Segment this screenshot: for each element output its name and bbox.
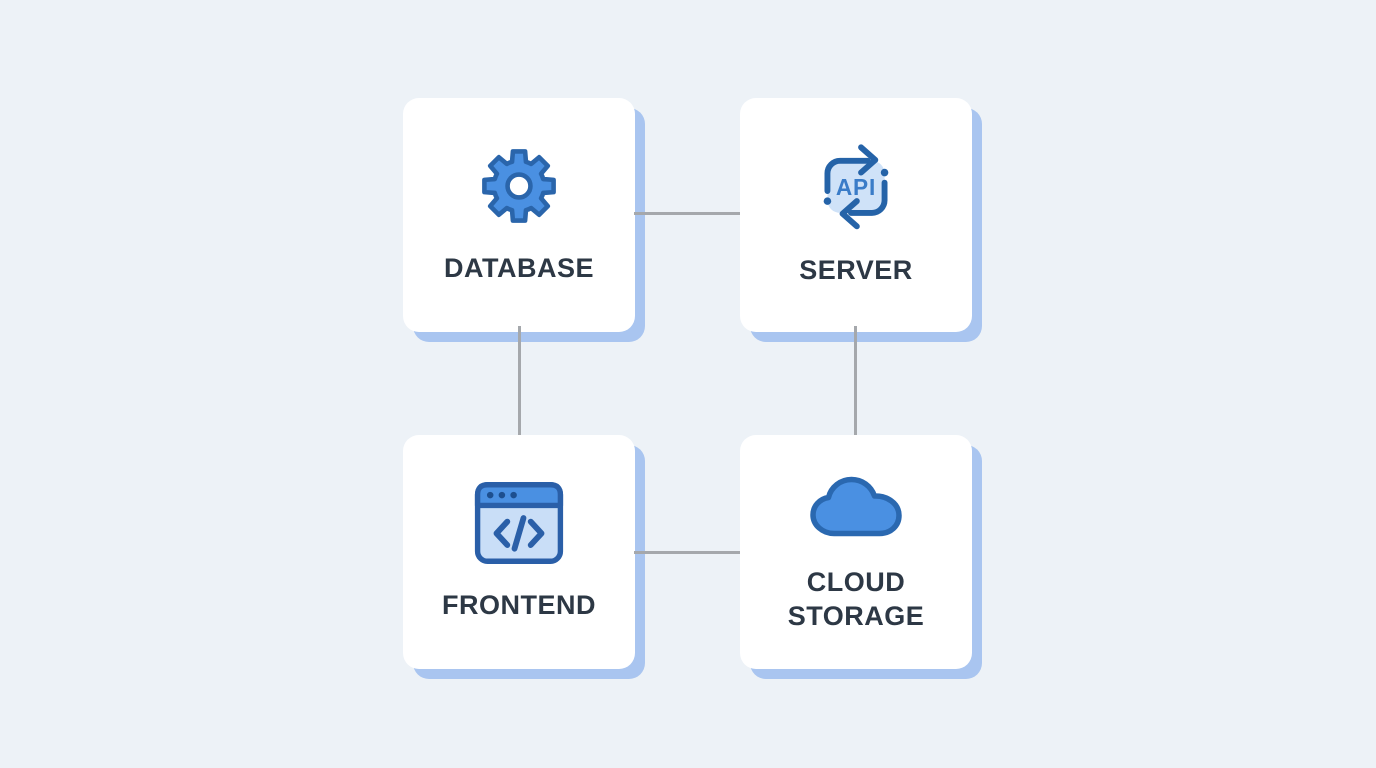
- node-label-cloud-storage: CLOUD STORAGE: [787, 566, 925, 631]
- connector-database-frontend: [518, 326, 521, 435]
- connector-database-server: [634, 212, 740, 215]
- node-card-cloud-storage: CLOUD STORAGE: [740, 435, 972, 669]
- node-card-database: DATABASE: [403, 98, 635, 332]
- node-label-database: DATABASE: [444, 253, 594, 284]
- node-card-server: API SERVER: [740, 98, 972, 332]
- connector-server-cloud-storage: [854, 326, 857, 435]
- connector-frontend-cloud-storage: [634, 551, 740, 554]
- node-label-frontend: FRONTEND: [442, 590, 596, 621]
- api-sync-icon: API: [814, 142, 898, 230]
- api-icon-text: API: [836, 174, 876, 200]
- gear-icon: [477, 144, 561, 228]
- node-card-frontend: FRONTEND: [403, 435, 635, 669]
- cloud-icon: [808, 471, 904, 542]
- browser-code-icon: [474, 481, 564, 565]
- node-label-server: SERVER: [799, 255, 913, 286]
